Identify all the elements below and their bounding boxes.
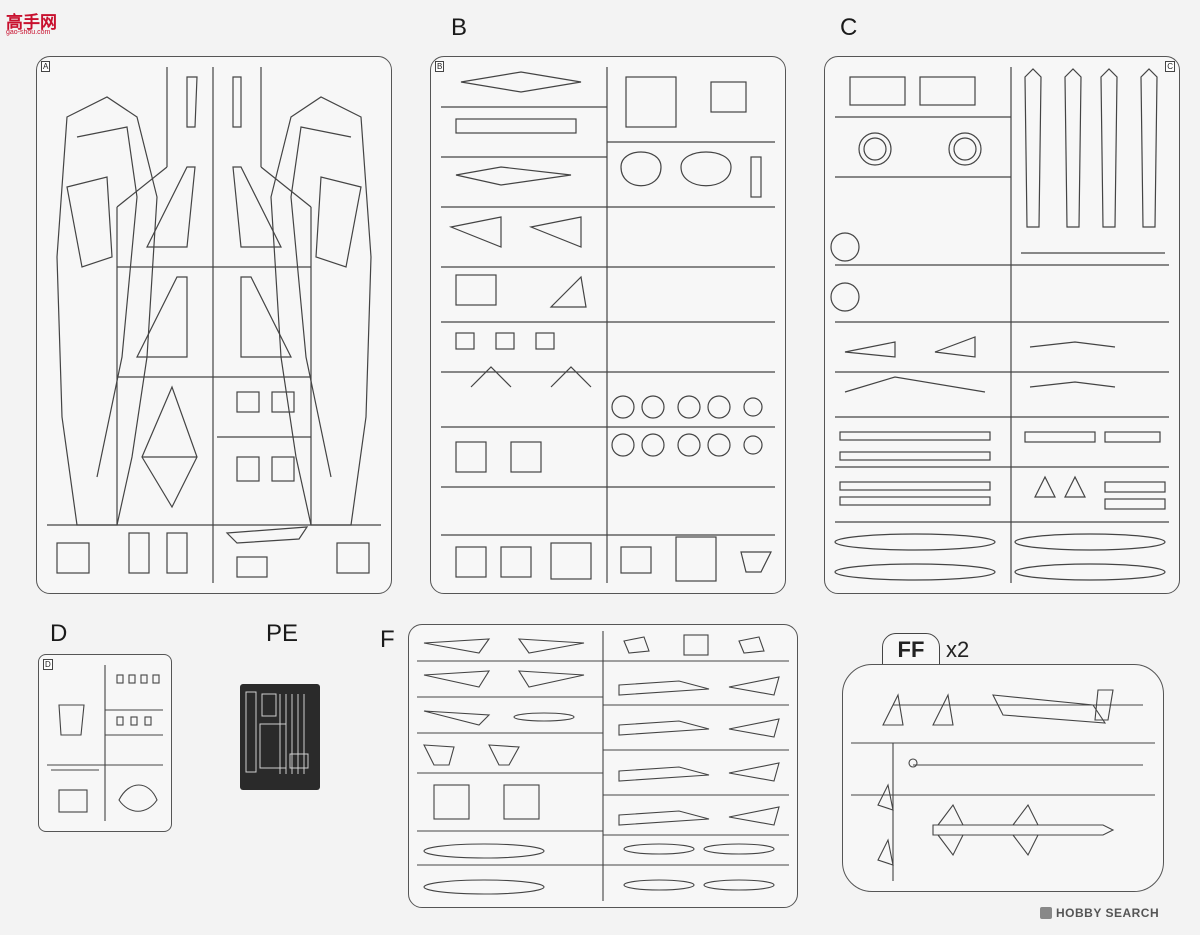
- sprue-c-parts: [830, 67, 1169, 583]
- photo-etch-parts: [245, 691, 309, 774]
- brand-mark-icon: [1040, 907, 1052, 919]
- sprue-c-tag: C: [1165, 61, 1175, 72]
- site-logo: 高手网 gao-shou.com: [6, 8, 70, 38]
- brand-watermark-text: HOBBY SEARCH: [1056, 906, 1160, 920]
- site-logo-url: gao-shou.com: [6, 29, 51, 36]
- photo-etch-fret: [240, 684, 320, 790]
- sprue-f: [408, 624, 798, 908]
- sprue-b-tag: B: [435, 61, 445, 72]
- sprue-a-tag: A: [41, 61, 51, 72]
- sprue-ff-quantity: x2: [946, 637, 970, 662]
- brand-watermark: HOBBY SEARCH: [1040, 906, 1159, 920]
- sprue-f-parts: [417, 631, 789, 901]
- sprue-ff-parts: [851, 689, 1155, 881]
- sprue-label-b: B: [451, 14, 468, 41]
- sprue-d: D: [38, 654, 172, 832]
- sprue-d-parts: [47, 665, 163, 821]
- sprue-label-pe: PE: [266, 620, 299, 647]
- sprue-b-parts: [441, 67, 775, 583]
- sprue-label-f: F: [380, 626, 395, 653]
- site-logo-text: 高手网: [6, 13, 57, 33]
- sprue-d-tag: D: [43, 659, 53, 670]
- sprue-a: A: [36, 56, 392, 594]
- sprue-ff: [842, 664, 1164, 892]
- sprue-a-parts: [47, 67, 381, 583]
- sprue-label-d: D: [50, 620, 68, 647]
- sprue-label-c: C: [840, 14, 858, 41]
- sprue-ff-label: FF: [882, 633, 940, 667]
- sprue-c: C: [824, 56, 1180, 594]
- sprue-b: B: [430, 56, 786, 594]
